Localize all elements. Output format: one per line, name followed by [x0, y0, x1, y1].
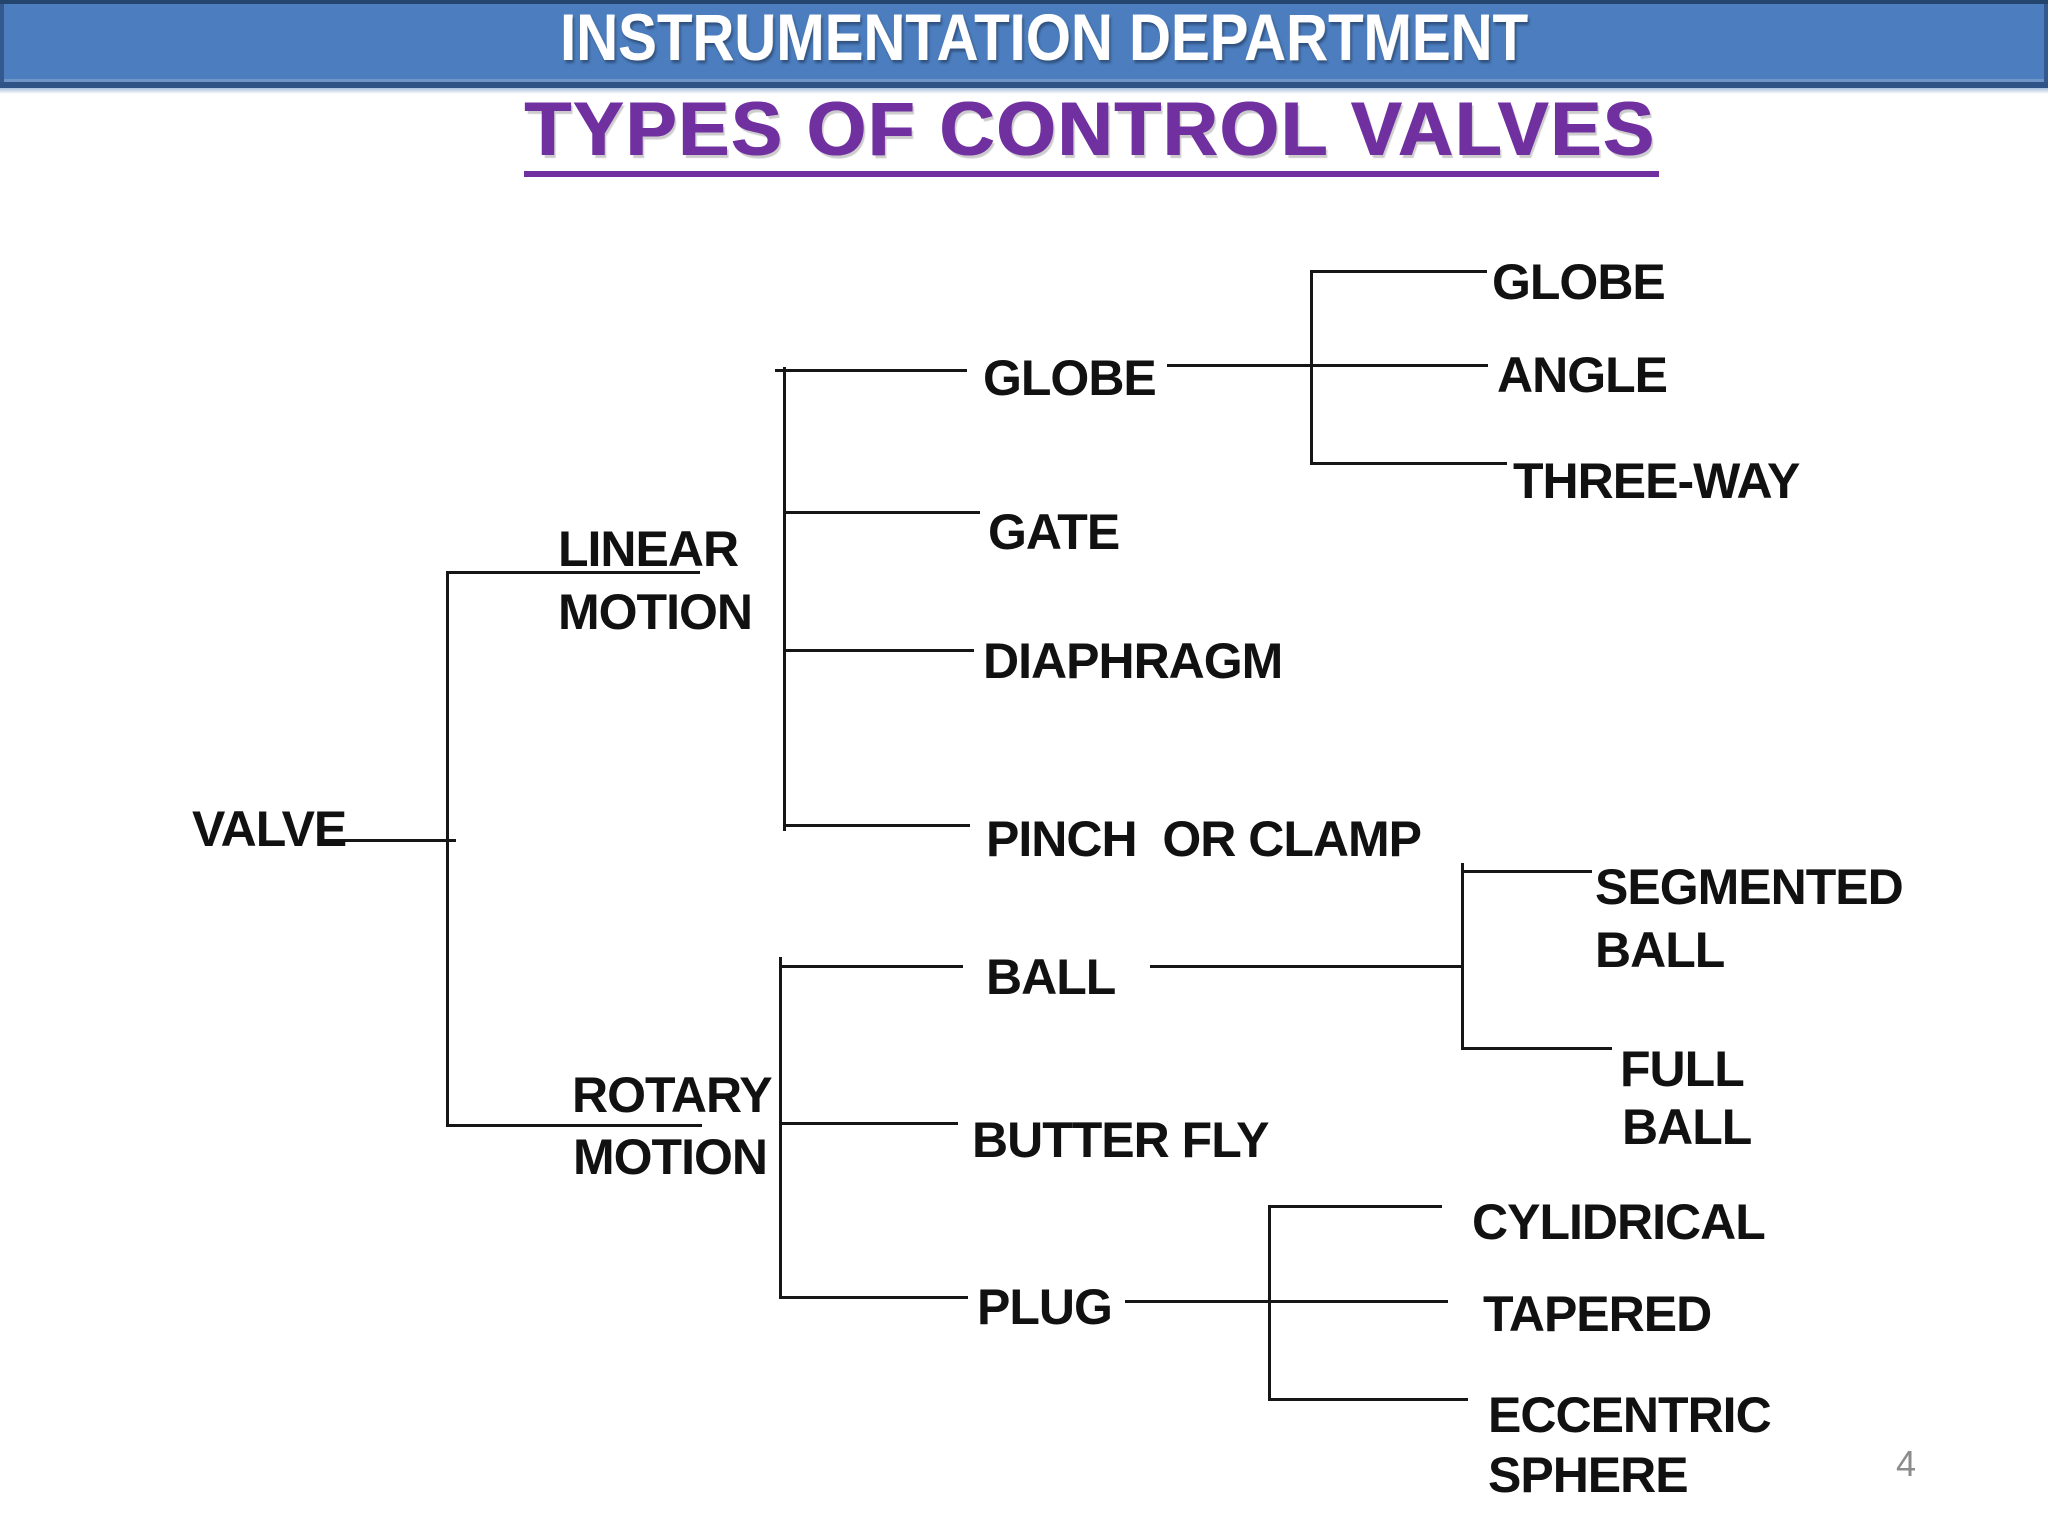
label-segmented-ball-line1: SEGMENTED: [1595, 859, 1904, 915]
line-linear-branch: [446, 571, 700, 574]
line-gate-branch: [783, 511, 980, 514]
slide-title: TYPES OF CONTROL VALVES: [524, 92, 1660, 177]
label-globe-child: GLOBE: [1492, 254, 1666, 310]
label-angle: ANGLE: [1497, 347, 1668, 403]
label-linear-line1: LINEAR: [558, 521, 739, 577]
label-pinch-or-clamp: PINCH OR CLAMP: [986, 811, 1422, 867]
label-eccentric-line2: SPHERE: [1488, 1447, 1689, 1503]
line-butterfly-branch: [779, 1122, 958, 1125]
label-rotary-line1: ROTARY: [572, 1067, 773, 1123]
line-linear-children-bracket: [783, 367, 786, 831]
line-three-way-branch: [1310, 462, 1507, 465]
line-rotary-children-bracket: [779, 957, 782, 1298]
line-plug-connector: [1125, 1300, 1448, 1303]
line-globe-child-branch: [1310, 270, 1487, 273]
label-full-ball-line2: BALL: [1622, 1099, 1752, 1155]
line-ball-children-bracket: [1461, 863, 1464, 1050]
line-valve-connector: [320, 839, 456, 842]
label-butterfly: BUTTER FLY: [972, 1112, 1269, 1168]
label-linear-line2: MOTION: [558, 584, 753, 640]
line-plug-branch: [779, 1296, 968, 1299]
label-segmented-ball-line2: BALL: [1595, 922, 1725, 978]
line-full-branch: [1461, 1047, 1612, 1050]
label-gate: GATE: [988, 504, 1120, 560]
line-cylidrical-branch: [1268, 1205, 1442, 1208]
line-globe-angle-connector: [1167, 364, 1488, 367]
line-plug-children-bracket: [1268, 1207, 1271, 1400]
label-full-ball-line1: FULL: [1620, 1041, 1745, 1097]
line-eccentric-branch: [1268, 1398, 1468, 1401]
label-tapered: TAPERED: [1483, 1286, 1712, 1342]
line-ball-branch: [779, 965, 963, 968]
label-ball: BALL: [986, 949, 1116, 1005]
header-bar-bevel: [0, 88, 2048, 94]
line-segmented-branch: [1461, 870, 1592, 873]
line-globe-children-bracket: [1310, 271, 1313, 463]
label-cylidrical: CYLIDRICAL: [1472, 1194, 1766, 1250]
line-diaphragm-branch: [783, 649, 974, 652]
label-eccentric-line1: ECCENTRIC: [1488, 1387, 1772, 1443]
label-valve: VALVE: [192, 801, 347, 857]
line-main-bracket: [446, 572, 449, 1127]
page-number: 4: [1896, 1443, 1917, 1484]
header-bar: [0, 0, 2048, 88]
label-plug: PLUG: [977, 1279, 1113, 1335]
header-title: INSTRUMENTATION DEPARTMENT: [560, 0, 1528, 74]
label-three-way: THREE-WAY: [1513, 453, 1800, 509]
label-diaphragm: DIAPHRAGM: [983, 633, 1283, 689]
label-globe-parent: GLOBE: [983, 350, 1157, 406]
line-pinch-branch: [783, 824, 970, 827]
label-rotary-line2: MOTION: [573, 1129, 768, 1185]
line-globe-branch: [775, 369, 967, 372]
line-rotary-branch: [446, 1124, 702, 1127]
line-ball-connector: [1150, 965, 1461, 968]
